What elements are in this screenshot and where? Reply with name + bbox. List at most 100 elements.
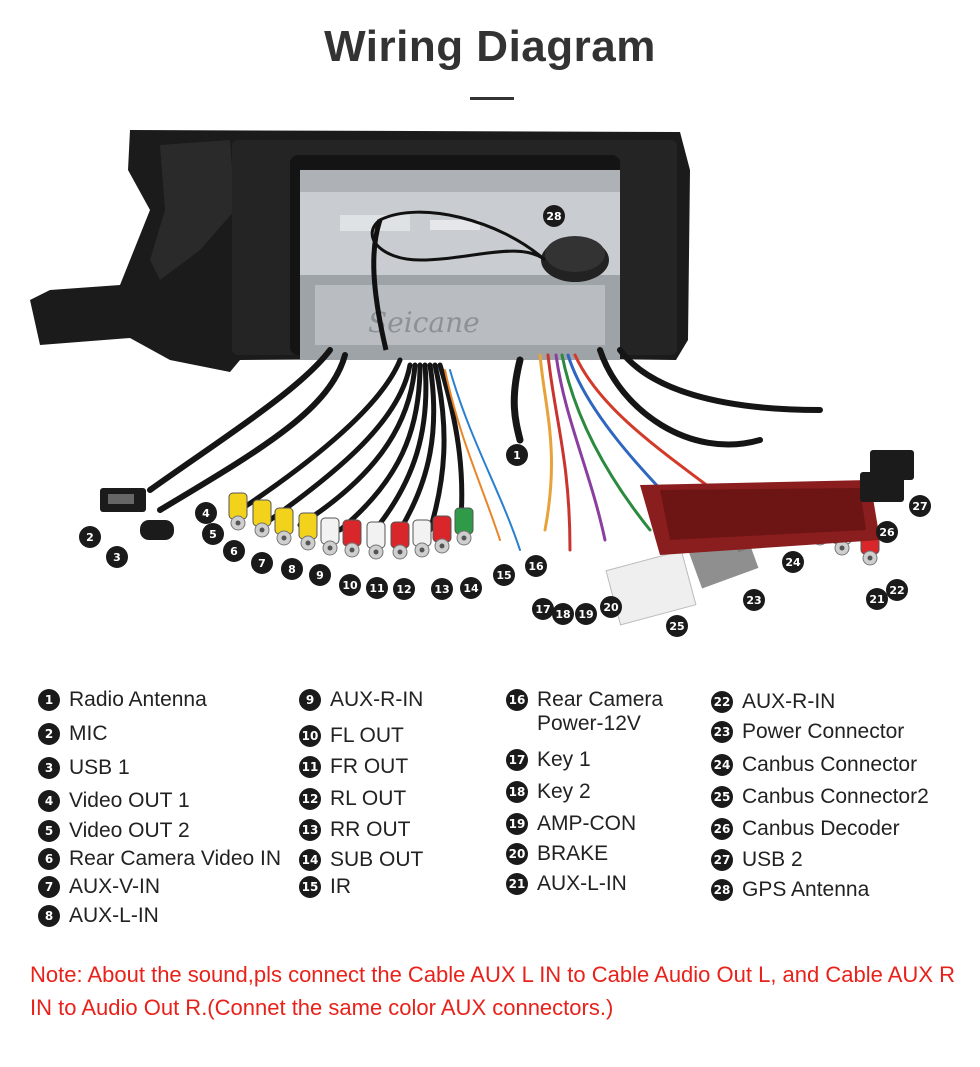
legend-label-line: AUX-L-IN — [69, 904, 159, 927]
callout-number: 16 — [528, 560, 544, 573]
gps-antenna — [370, 210, 609, 351]
legend-label: RL OUT — [330, 787, 406, 811]
legend-item: 15 IR — [299, 875, 351, 899]
legend-label-line: AUX-L-IN — [537, 872, 627, 895]
callout-number: 10 — [342, 579, 358, 592]
legend-label: Video OUT 2 — [69, 819, 190, 843]
head-unit-chassis: Seicane — [300, 170, 620, 360]
callout-number: 27 — [912, 500, 927, 513]
callout-badge: 8 — [281, 558, 303, 580]
legend-label: Canbus Connector2 — [742, 785, 929, 809]
callout-number: 12 — [396, 583, 411, 596]
callout-number: 26 — [879, 526, 895, 539]
callout-number: 4 — [202, 507, 210, 520]
legend-item: 5 Video OUT 2 — [38, 819, 190, 843]
legend-label-line: Canbus Connector — [742, 753, 918, 776]
callout-badge: 7 — [251, 552, 273, 574]
legend-label: FR OUT — [330, 755, 408, 779]
sound-note: Note: About the sound,pls connect the Ca… — [30, 962, 955, 1020]
callout-number: 24 — [785, 556, 801, 569]
title-underline — [470, 97, 514, 100]
legend-label-line: Rear Camera — [537, 688, 664, 711]
legend-label: GPS Antenna — [742, 878, 869, 902]
legend-label: Video OUT 1 — [69, 789, 190, 813]
legend-label: AUX-L-IN — [69, 904, 159, 928]
legend-label: IR — [330, 875, 351, 899]
callout-badge: 6 — [223, 540, 245, 562]
legend-label-line: RL OUT — [330, 787, 407, 810]
callout-badge: 15 — [493, 564, 515, 586]
legend-label-line: Canbus Connector2 — [742, 785, 929, 808]
callout-badge: 5 — [202, 523, 224, 545]
watermark: Seicane — [368, 306, 480, 339]
rca-plug — [432, 515, 452, 554]
callout-badge: 18 — [552, 603, 574, 625]
legend-label: AMP-CON — [537, 812, 636, 836]
legend-number-badge: 4 — [38, 790, 60, 812]
legend-number-badge: 27 — [711, 849, 733, 871]
legend-label: FL OUT — [330, 724, 404, 748]
legend-label: RR OUT — [330, 818, 411, 842]
canbus-decoder — [640, 480, 880, 555]
legend-number-badge: 26 — [711, 818, 733, 840]
callout-badge: 1 — [506, 444, 528, 466]
callout-badge: 23 — [743, 589, 765, 611]
legend-label-line: Canbus Decoder — [742, 817, 900, 840]
callout-number: 19 — [578, 608, 593, 621]
legend-label-line: Radio Antenna — [69, 688, 207, 711]
callout-badge: 12 — [393, 578, 415, 600]
legend-number-badge: 23 — [711, 721, 733, 743]
usb-2-connector — [860, 450, 914, 502]
legend-label-line: RR OUT — [330, 818, 411, 841]
callout-badge: 2 — [79, 526, 101, 548]
legend-label-line: Power Connector — [742, 720, 905, 743]
callout-badge: 16 — [525, 555, 547, 577]
legend-label: Canbus Decoder — [742, 817, 900, 841]
legend-number-badge: 6 — [38, 848, 60, 870]
legend-label: AUX-R-IN — [330, 688, 423, 712]
legend-item: 7 AUX-V-IN — [38, 875, 160, 899]
legend-number-badge: 24 — [711, 754, 733, 776]
callout-number: 3 — [113, 551, 121, 564]
callout-badge: 21 — [866, 588, 888, 610]
legend-number-badge: 2 — [38, 723, 60, 745]
callout-number: 2 — [86, 531, 94, 544]
callout-number: 5 — [209, 528, 217, 541]
legend-number-badge: 7 — [38, 876, 60, 898]
legend-number-badge: 10 — [299, 725, 321, 747]
legend-label: SUB OUT — [330, 848, 423, 872]
legend-number-badge: 5 — [38, 820, 60, 842]
rca-plug — [454, 507, 474, 546]
callout-number: 7 — [258, 557, 266, 570]
rca-plug — [228, 492, 248, 531]
callout-number: 18 — [555, 608, 570, 621]
legend-number-badge: 15 — [299, 876, 321, 898]
legend-item: 26 Canbus Decoder — [711, 817, 900, 841]
legend-number-badge: 1 — [38, 689, 60, 711]
legend-number-badge: 13 — [299, 819, 321, 841]
legend-number-badge: 22 — [711, 691, 733, 713]
callout-badge: 25 — [666, 615, 688, 637]
callout-badge: 26 — [876, 521, 898, 543]
legend-label: AUX-L-IN — [537, 872, 627, 896]
legend-label-line: GPS Antenna — [742, 878, 870, 901]
legend-label: Rear Camera Video IN — [69, 847, 281, 871]
legend-number-badge: 17 — [506, 749, 528, 771]
rca-plug — [390, 521, 410, 560]
callout-number: 25 — [669, 620, 684, 633]
callout-number: 20 — [603, 601, 619, 614]
legend-label-line: Key 2 — [537, 780, 591, 803]
legend-label-line: AUX-V-IN — [69, 875, 161, 898]
legend-number-badge: 18 — [506, 781, 528, 803]
